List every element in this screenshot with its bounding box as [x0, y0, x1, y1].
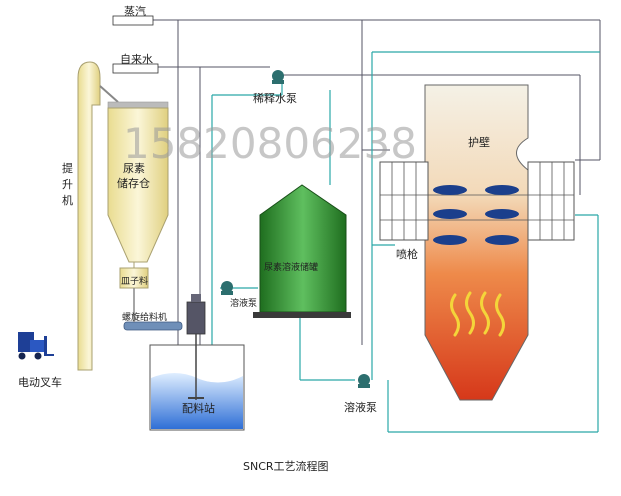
solution-pump-bottom-icon — [358, 374, 370, 388]
feeder-hopper-label: 皿子料 — [121, 275, 148, 287]
diagram-caption: SNCR工艺流程图 — [243, 459, 329, 473]
solution-pipes — [211, 51, 600, 433]
urea-solution-tank — [253, 184, 351, 318]
steam-pipe — [152, 19, 601, 345]
watermark: 15820806238 — [123, 119, 417, 168]
dilution-pump-icon — [272, 70, 284, 84]
screw-feeder-label: 螺旋给料机 — [122, 311, 167, 323]
flame-icon — [450, 291, 505, 337]
urea-storage-label: 尿素 — [123, 162, 145, 175]
dilution-pump-label: 稀释水泵 — [253, 92, 297, 105]
solution-tank-label: 尿素溶液储罐 — [264, 261, 318, 273]
steam-inlet — [112, 15, 154, 26]
solution-pump-bottom-label: 溶液泵 — [344, 400, 377, 414]
forklift-icon — [18, 332, 54, 360]
furnace-wall-label: 护壁 — [468, 135, 490, 149]
elevator-label-1: 提 — [62, 162, 73, 175]
screw-feeder-icon — [123, 288, 183, 331]
elevator-icon — [77, 61, 119, 371]
mixing-station-tank — [149, 294, 245, 431]
spray-nozzles — [433, 185, 519, 245]
urea-storage-silo — [107, 101, 169, 289]
tap-water-inlet — [112, 63, 159, 74]
solution-pump-top-label: 溶液泵 — [230, 297, 257, 309]
elevator-label-3: 机 — [62, 193, 73, 207]
tap-water-label: 自来水 — [120, 53, 153, 66]
solution-pump-top-icon — [221, 281, 233, 295]
forklift-label: 电动叉车 — [18, 375, 62, 389]
steam-label: 蒸汽 — [124, 4, 146, 18]
urea-storage-label-2: 储存仓 — [117, 176, 150, 190]
mixing-station-label: 配料站 — [182, 401, 215, 415]
elevator-label-2: 升 — [62, 178, 73, 191]
spray-gun-label: 喷枪 — [396, 247, 418, 261]
